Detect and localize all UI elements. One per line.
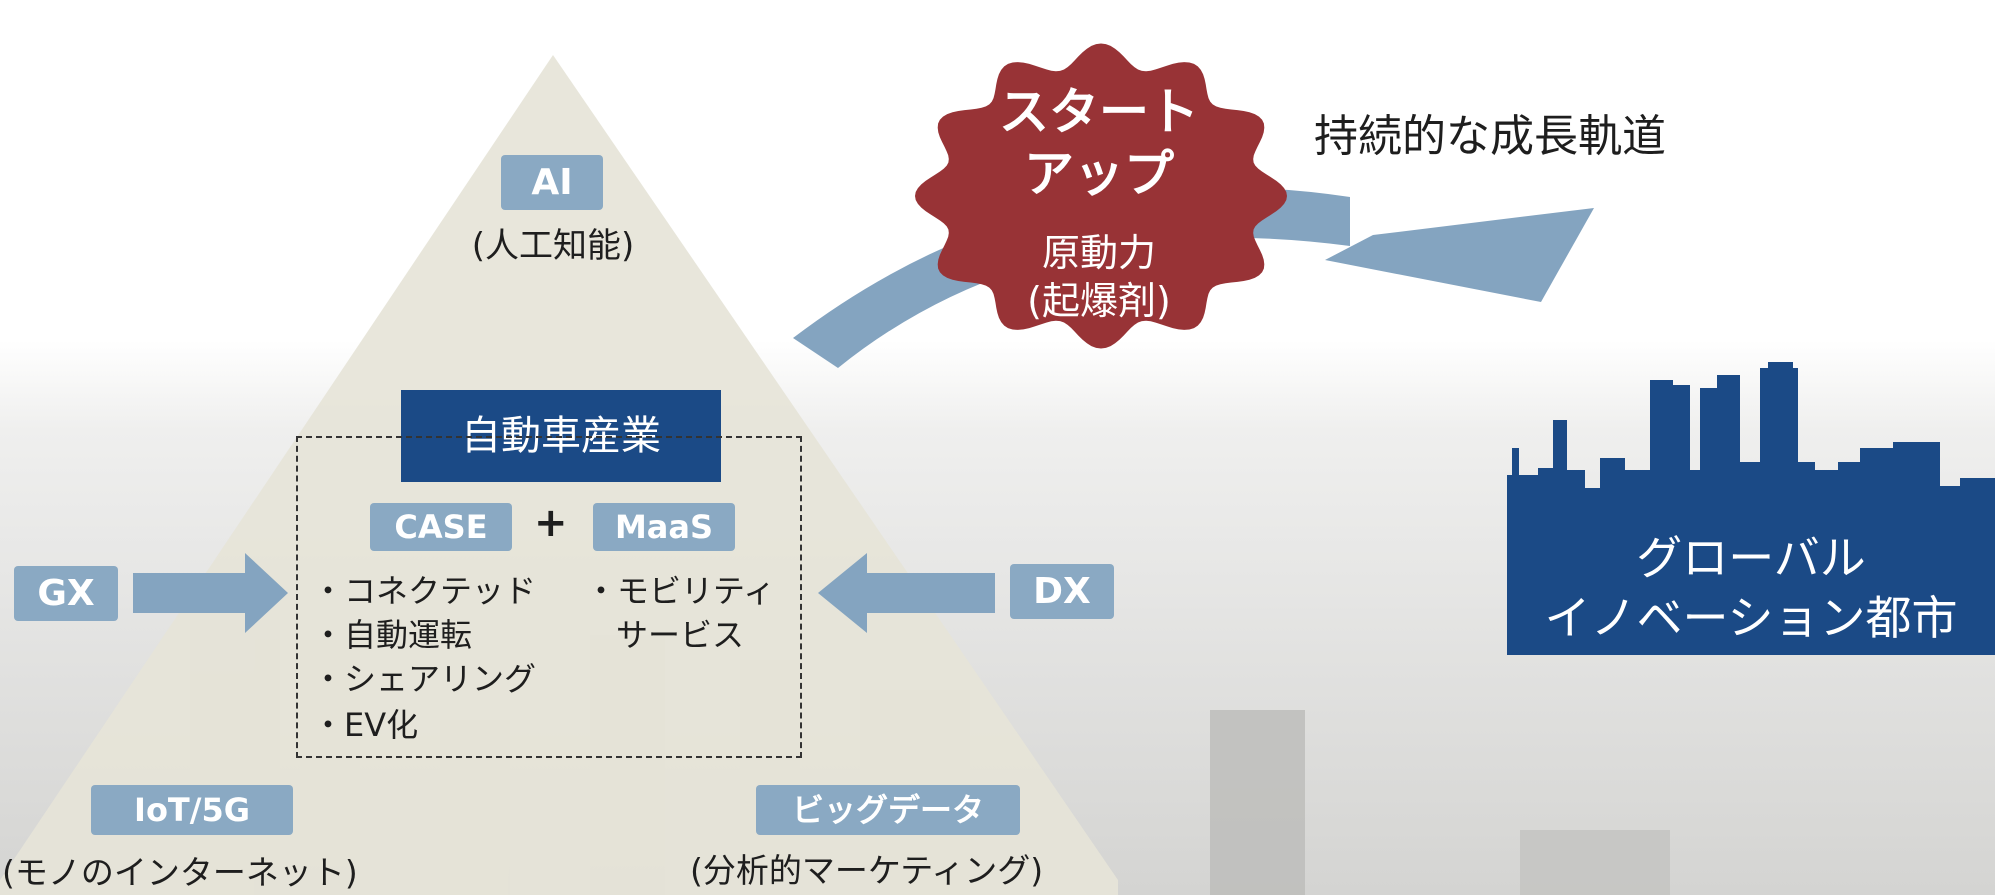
case-item-connected: ・コネクテッド: [312, 572, 537, 610]
city-label-line1: グローバル: [1636, 531, 1866, 585]
industry-dashed-box: [296, 436, 802, 758]
growth-arrowhead: [1325, 208, 1594, 302]
startup-sub-line1: 原動力: [1041, 231, 1156, 275]
startup-title-line2: アップ: [1024, 145, 1174, 203]
bigdata-badge: ビッグデータ: [756, 785, 1020, 835]
maas-item-service: サービス: [616, 616, 745, 654]
ai-badge: AI: [501, 155, 603, 210]
ai-subtitle: (人工知能): [471, 226, 635, 266]
case-item-sharing: ・シェアリング: [312, 660, 537, 698]
trajectory-label: 持続的な成長軌道: [1314, 111, 1666, 162]
gx-arrow: [133, 553, 288, 633]
bigdata-subtitle: (分析的マーケティング): [690, 851, 1044, 890]
dx-arrow: [818, 553, 995, 633]
city-label-line2: イノベーション都市: [1544, 591, 1958, 645]
case-item-autonomous: ・自動運転: [312, 616, 473, 654]
dx-badge: DX: [1010, 564, 1114, 619]
plus-sign: +: [534, 500, 568, 546]
maas-badge: MaaS: [593, 503, 735, 551]
case-badge: CASE: [370, 503, 512, 551]
city-skyline: [1507, 362, 1995, 655]
gx-badge: GX: [14, 566, 118, 621]
iot-badge: IoT/5G: [91, 785, 293, 835]
case-item-ev: ・EV化: [312, 706, 419, 744]
startup-starburst: [915, 43, 1287, 349]
startup-title-line1: スタート: [999, 83, 1199, 141]
startup-sub-line2: (起爆剤): [1027, 279, 1171, 323]
maas-item-mobility: ・モビリティ: [585, 572, 776, 610]
iot-subtitle: (モノのインターネット): [2, 853, 358, 892]
city-label: グローバル イノベーション都市: [1507, 520, 1995, 655]
